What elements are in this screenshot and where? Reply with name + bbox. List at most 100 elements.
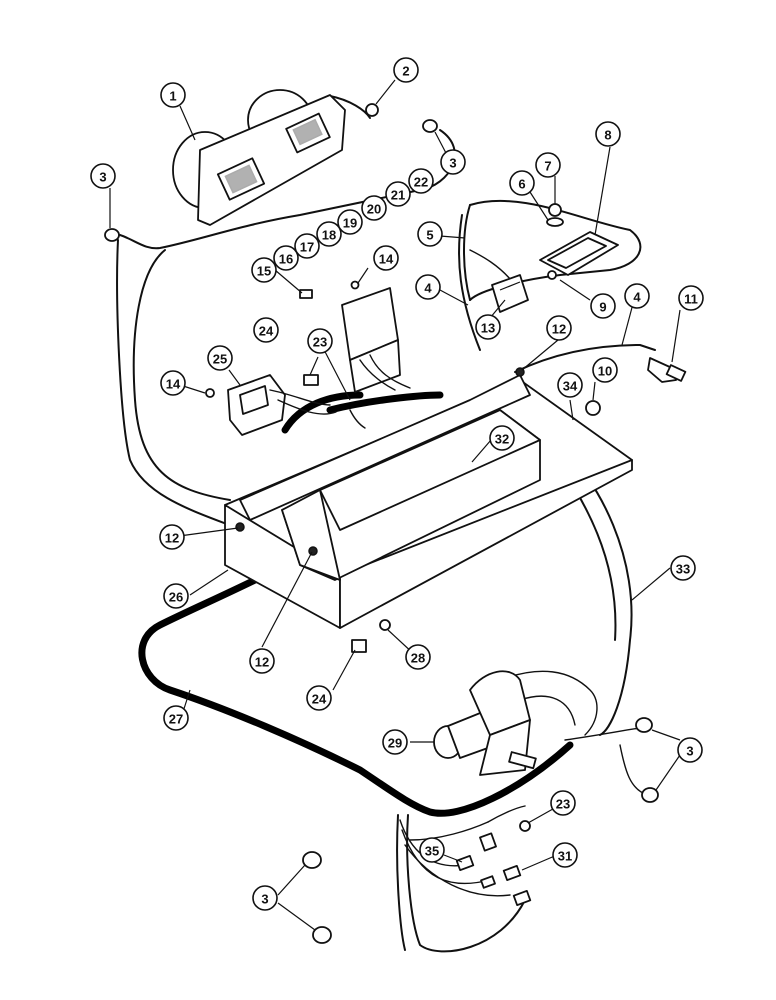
callout-circle	[546, 315, 572, 341]
callout-number: 12	[165, 531, 179, 546]
callout-circle	[590, 293, 616, 319]
blower-assembly	[172, 89, 346, 226]
callout-number: 33	[676, 562, 690, 577]
callout-number: 23	[313, 335, 327, 350]
callout-circle	[159, 524, 185, 550]
callout-circle	[207, 345, 233, 371]
callout-circle	[535, 152, 561, 178]
callout-circle	[557, 372, 583, 398]
callout-number: 27	[169, 712, 183, 727]
callout-circle	[592, 357, 618, 383]
leader-lines	[109, 79, 681, 931]
callout-number: 2	[402, 64, 409, 79]
callout-number: 35	[425, 844, 439, 859]
plug-3-bottom-b	[312, 926, 332, 944]
callout-3: 3	[90, 163, 116, 189]
callout-number: 9	[599, 300, 606, 315]
callout-circle	[253, 317, 279, 343]
callout-number: 19	[343, 216, 357, 231]
callout-number: 5	[426, 228, 433, 243]
callout-24: 24	[306, 685, 332, 711]
callout-number: 1	[169, 89, 176, 104]
callout-number: 3	[261, 892, 268, 907]
callout-number: 16	[279, 252, 293, 267]
callout-circle	[160, 370, 186, 396]
nut-10	[585, 400, 601, 416]
callout-11: 11	[678, 285, 704, 311]
callout-circle	[251, 257, 277, 283]
callout-7: 7	[535, 152, 561, 178]
connector-block-upper	[341, 287, 411, 393]
callout-circle	[382, 729, 408, 755]
callout-circle	[373, 245, 399, 271]
clip-15	[299, 289, 313, 299]
callout-number: 14	[379, 252, 394, 267]
callout-circle	[249, 648, 275, 674]
callout-number: 12	[552, 322, 566, 337]
callout-circle	[419, 837, 445, 863]
washer-6	[546, 217, 564, 227]
callout-23: 23	[307, 328, 333, 354]
callout-number: 6	[518, 177, 525, 192]
callout-number: 13	[481, 321, 495, 336]
callout-12: 12	[249, 648, 275, 674]
callout-circle	[415, 274, 441, 300]
callout-number: 10	[598, 364, 612, 379]
callout-circle	[316, 221, 342, 247]
callout-number: 18	[322, 228, 336, 243]
bolt-24-bottom	[351, 639, 367, 653]
callout-circle	[294, 233, 320, 259]
callout-24: 24	[253, 317, 279, 343]
callout-31: 31	[552, 842, 578, 868]
callout-circle	[361, 195, 387, 221]
callout-4: 4	[624, 283, 650, 309]
callout-12: 12	[159, 524, 185, 550]
callout-21: 21	[385, 181, 411, 207]
callout-circle	[163, 583, 189, 609]
callout-number: 25	[213, 352, 227, 367]
callout-number: 21	[391, 188, 405, 203]
callout-32: 32	[489, 425, 515, 451]
callout-12: 12	[546, 315, 572, 341]
callout-circle	[595, 121, 621, 147]
callout-27: 27	[163, 705, 189, 731]
callout-18: 18	[316, 221, 342, 247]
plug-3-bottom-a	[302, 851, 322, 869]
relay-block-25	[227, 374, 337, 436]
callout-circle	[163, 705, 189, 731]
callout-3: 3	[440, 149, 466, 175]
plug-3-left	[104, 228, 120, 242]
callout-number: 7	[544, 159, 551, 174]
callout-number: 34	[563, 379, 578, 394]
callout-35: 35	[419, 837, 445, 863]
callout-17: 17	[294, 233, 320, 259]
callout-29: 29	[382, 729, 408, 755]
callout-number: 4	[424, 281, 432, 296]
callout-34: 34	[557, 372, 583, 398]
callout-circle	[408, 168, 434, 194]
callout-15: 15	[251, 257, 277, 283]
callout-circle	[337, 209, 363, 235]
callout-circle	[440, 149, 466, 175]
bottom-connectors	[455, 820, 532, 906]
callout-circle	[677, 737, 703, 763]
callout-6: 6	[509, 170, 535, 196]
callout-circle	[552, 842, 578, 868]
grommet-2	[365, 103, 379, 117]
bolt-24-top	[303, 374, 319, 386]
callout-14: 14	[160, 370, 186, 396]
callout-19: 19	[337, 209, 363, 235]
callout-number: 29	[388, 736, 402, 751]
callout-number: 22	[414, 175, 428, 190]
callout-circle	[405, 644, 431, 670]
callout-circle	[624, 283, 650, 309]
plug-3-right-top	[635, 717, 653, 733]
callout-13: 13	[475, 314, 501, 340]
callout-circle	[160, 82, 186, 108]
callout-3: 3	[252, 885, 278, 911]
callout-circle	[90, 163, 116, 189]
dome-light	[539, 231, 619, 276]
callout-circle	[393, 57, 419, 83]
callout-8: 8	[595, 121, 621, 147]
